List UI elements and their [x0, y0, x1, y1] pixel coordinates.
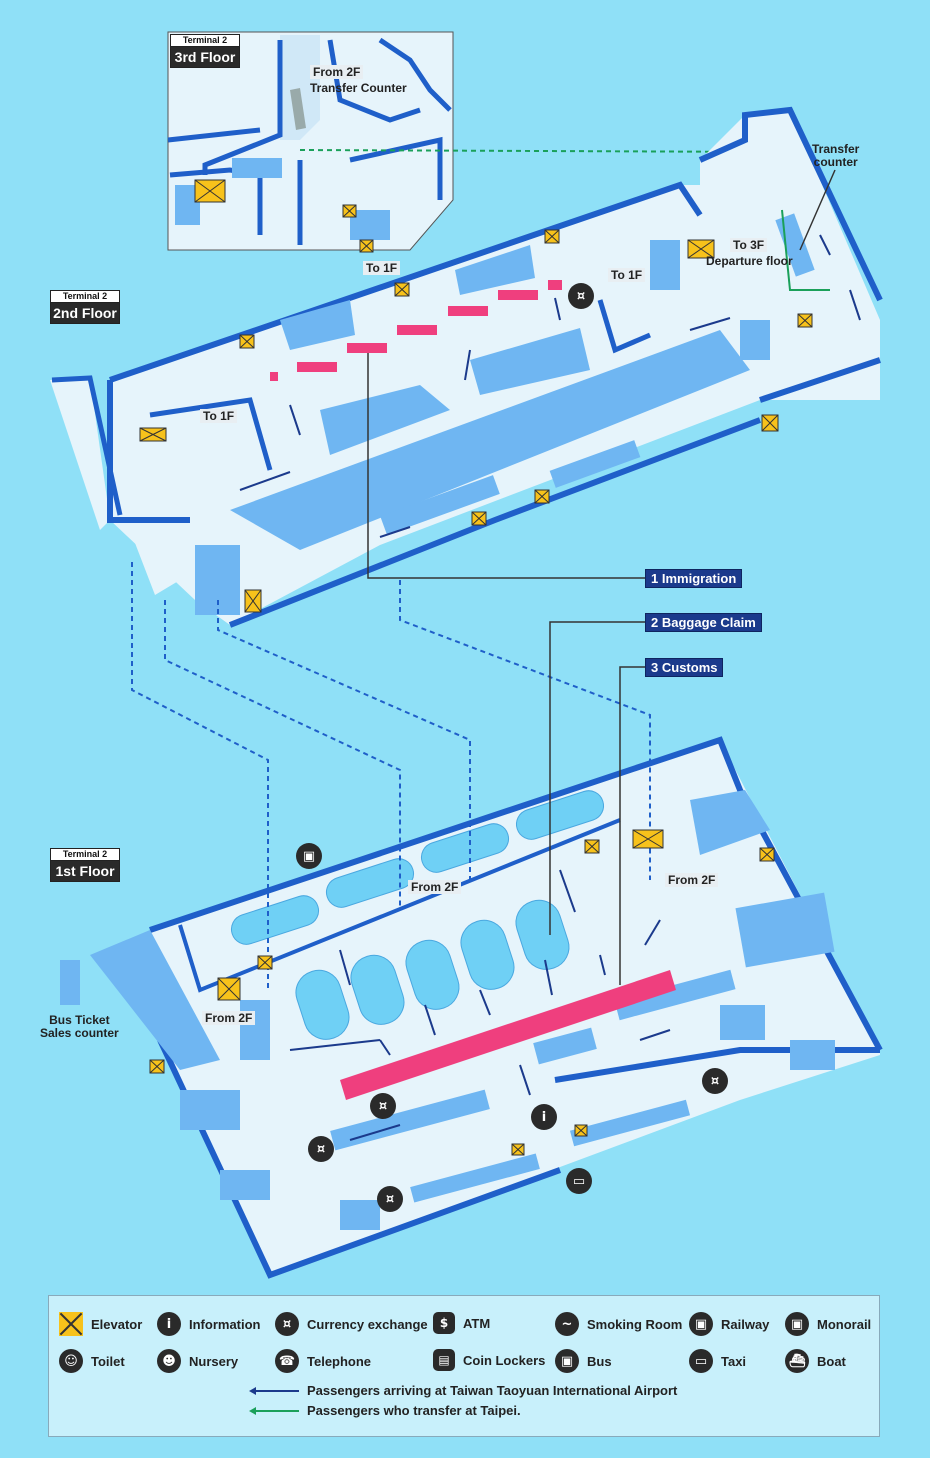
legend-label: Monorail [817, 1316, 872, 1332]
label-bus-ticket-counter: Bus Ticket Sales counter [40, 1013, 119, 1040]
callout-baggage-claim: 2 Baggage Claim [645, 613, 762, 632]
label-to-1f: To 1F [608, 268, 646, 282]
arrival-arrow-icon [249, 1386, 299, 1395]
currency-exchange-icon: ¤ [370, 1093, 396, 1119]
legend-item: $ ATM [433, 1312, 490, 1334]
legend-label: Railway [721, 1316, 770, 1332]
legend-item: ▤ Coin Lockers [433, 1349, 545, 1371]
taxi-icon: ▭ [689, 1349, 713, 1373]
legend-label: Nursery [189, 1353, 239, 1369]
legend-transfer-label: Passengers who transfer at Taipei. [307, 1403, 521, 1418]
label-from-2f: From 2F [408, 880, 462, 894]
bus-icon: ▣ [555, 1349, 579, 1373]
legend-item: Elevator [59, 1312, 142, 1336]
coin-lockers-icon: ▤ [433, 1349, 455, 1371]
callout-number: 2 [651, 615, 659, 630]
floor-tag-2f: Terminal 2 2nd Floor [50, 290, 120, 324]
currency-exchange-icon: ¤ [275, 1312, 299, 1336]
legend-item: ☺ Toilet [59, 1349, 125, 1373]
legend-label: Elevator [91, 1316, 143, 1332]
label-departure-floor: Departure floor [706, 254, 793, 268]
legend-item: ~ Smoking Room [555, 1312, 682, 1336]
legend-item: ⛴ Boat [785, 1349, 846, 1373]
floor-2 [50, 106, 883, 628]
floor-tag-terminal: Terminal 2 [51, 849, 119, 861]
information-icon: i [157, 1312, 181, 1336]
currency-exchange-icon: ¤ [308, 1136, 334, 1162]
legend-arrival-label: Passengers arriving at Taiwan Taoyuan In… [307, 1383, 678, 1398]
callout-leaders [367, 169, 836, 985]
floor-tag-3f: Terminal 2 3rd Floor [170, 34, 240, 68]
legend-label: Currency exchange [307, 1316, 428, 1332]
callout-text: Immigration [661, 571, 737, 586]
label-transfer-counter-2f: Transfer counter [812, 142, 860, 169]
currency-exchange-icon: ¤ [377, 1186, 403, 1212]
bus-icon: ▣ [296, 843, 322, 869]
legend-item: ▣ Monorail [785, 1312, 871, 1336]
taxi-icon: ▭ [566, 1168, 592, 1194]
label-to-1f: To 1F [363, 261, 401, 275]
legend-item: ¤ Currency exchange [275, 1312, 428, 1336]
floor-1 [60, 736, 883, 1279]
callout-text: Baggage Claim [661, 615, 756, 630]
label-from-2f-3f: From 2F [310, 65, 364, 79]
legend-label: Coin Lockers [463, 1352, 546, 1368]
legend-label: ATM [463, 1315, 491, 1331]
railway-icon: ▣ [689, 1312, 713, 1336]
label-to-3f: To 3F [730, 238, 768, 252]
toilet-icon: ☺ [59, 1349, 83, 1373]
smoking-room-icon: ~ [555, 1312, 579, 1336]
legend-label: Telephone [307, 1353, 372, 1369]
label-from-2f: From 2F [665, 873, 719, 887]
nursery-icon: ☻ [157, 1349, 181, 1373]
legend-label: Information [189, 1316, 261, 1332]
currency-exchange-icon: ¤ [568, 283, 594, 309]
legend-item: ☎ Telephone [275, 1349, 371, 1373]
legend-item: ▣ Bus [555, 1349, 612, 1373]
legend-label: Bus [587, 1353, 612, 1369]
callout-customs: 3 Customs [645, 658, 724, 677]
floor-tag-floor: 1st Floor [51, 861, 119, 881]
label-from-2f: From 2F [202, 1011, 256, 1025]
legend-item: ▭ Taxi [689, 1349, 746, 1373]
information-icon: i [531, 1104, 557, 1130]
legend-label: Toilet [91, 1353, 125, 1369]
floor-tag-terminal: Terminal 2 [171, 35, 239, 47]
legend-label: Smoking Room [587, 1316, 683, 1332]
legend-item: ☻ Nursery [157, 1349, 238, 1373]
legend-item: i Information [157, 1312, 261, 1336]
level-connectors [131, 562, 651, 990]
label-to-1f: To 1F [200, 409, 238, 423]
floor-tag-floor: 3rd Floor [171, 47, 239, 67]
legend-arrival-route: Passengers arriving at Taiwan Taoyuan In… [249, 1383, 677, 1398]
telephone-icon: ☎ [275, 1349, 299, 1373]
arrival-routes [239, 234, 861, 1141]
callout-number: 3 [651, 660, 659, 675]
monorail-icon: ▣ [785, 1312, 809, 1336]
transfer-arrow-icon [249, 1406, 299, 1415]
floor-tag-terminal: Terminal 2 [51, 291, 119, 303]
currency-exchange-icon: ¤ [702, 1068, 728, 1094]
elevator-icon [59, 1312, 83, 1336]
callout-number: 1 [651, 571, 659, 586]
legend-label: Boat [817, 1353, 846, 1369]
floor-tag-1f: Terminal 2 1st Floor [50, 848, 120, 882]
atm-icon: $ [433, 1312, 455, 1334]
label-transfer-counter-3f: Transfer Counter [310, 81, 407, 95]
legend: Elevator i Information ¤ Currency exchan… [48, 1295, 880, 1437]
boat-icon: ⛴ [785, 1349, 809, 1373]
legend-item: ▣ Railway [689, 1312, 769, 1336]
floor-tag-floor: 2nd Floor [51, 303, 119, 323]
immigration-counters [270, 280, 562, 381]
elevator-markers [139, 179, 813, 1156]
callout-text: Customs [661, 660, 718, 675]
legend-label: Taxi [721, 1353, 747, 1369]
callout-immigration: 1 Immigration [645, 569, 743, 588]
legend-transfer-route: Passengers who transfer at Taipei. [249, 1403, 521, 1418]
